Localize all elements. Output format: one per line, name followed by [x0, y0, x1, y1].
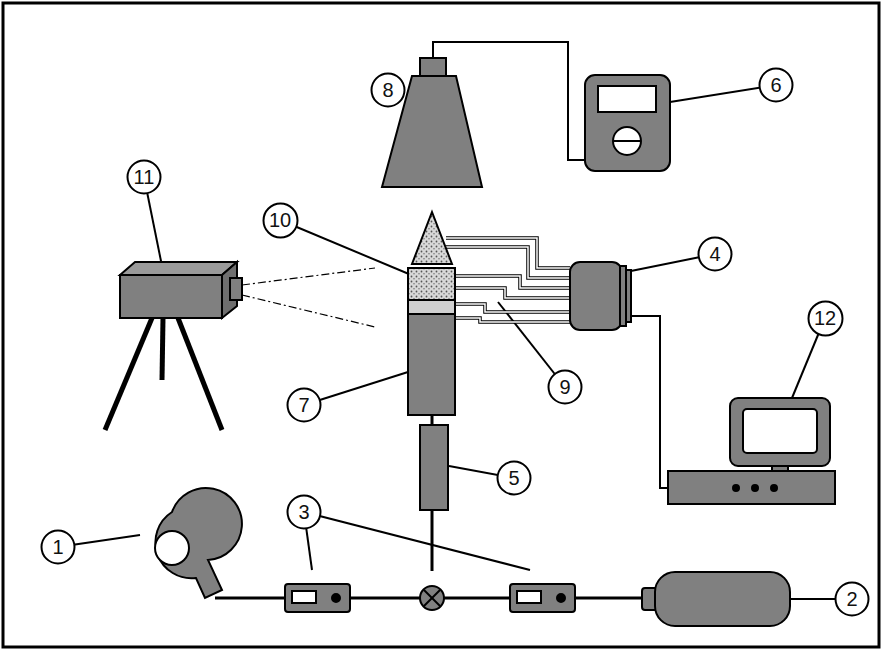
callout-number: 10	[269, 210, 291, 230]
callout-number: 9	[559, 377, 570, 397]
frame	[3, 3, 879, 647]
callout-circle: 4	[697, 236, 733, 272]
callout-circle: 10	[262, 202, 299, 239]
thermocouple-connector	[570, 262, 631, 330]
callout-circle: 5	[496, 460, 532, 496]
flow-meter	[420, 425, 448, 510]
callout-number: 4	[709, 244, 720, 264]
gas-cylinder	[642, 572, 790, 626]
callout-circle: 6	[758, 67, 794, 103]
callout-number: 5	[508, 468, 519, 488]
multimeter	[585, 75, 670, 171]
callout-number: 2	[846, 589, 857, 609]
burner-column	[408, 212, 455, 415]
callout-number: 11	[134, 167, 155, 187]
callout-number: 8	[382, 80, 393, 100]
callout-circle: 1	[40, 529, 76, 565]
callout-number: 3	[298, 502, 309, 522]
callout-number: 7	[298, 395, 309, 415]
callout-circle: 3	[286, 494, 322, 530]
mixing-valve	[420, 586, 444, 610]
air-blower	[155, 488, 242, 598]
flow-controllers	[285, 584, 575, 612]
callout-circle: 8	[370, 72, 406, 108]
gas-lines	[215, 415, 642, 598]
callout-number: 6	[770, 75, 781, 95]
callout-circle: 11	[126, 159, 162, 195]
callout-number: 12	[814, 308, 836, 328]
callout-circle: 7	[286, 387, 322, 423]
callout-number: 1	[52, 537, 63, 557]
callout-circle: 9	[547, 369, 583, 405]
thermocouple-wires	[446, 238, 570, 322]
data-cable	[631, 316, 668, 488]
callout-circle: 2	[834, 581, 870, 617]
computer	[668, 398, 835, 504]
video-camera	[105, 262, 375, 430]
callout-circle: 12	[807, 300, 844, 337]
